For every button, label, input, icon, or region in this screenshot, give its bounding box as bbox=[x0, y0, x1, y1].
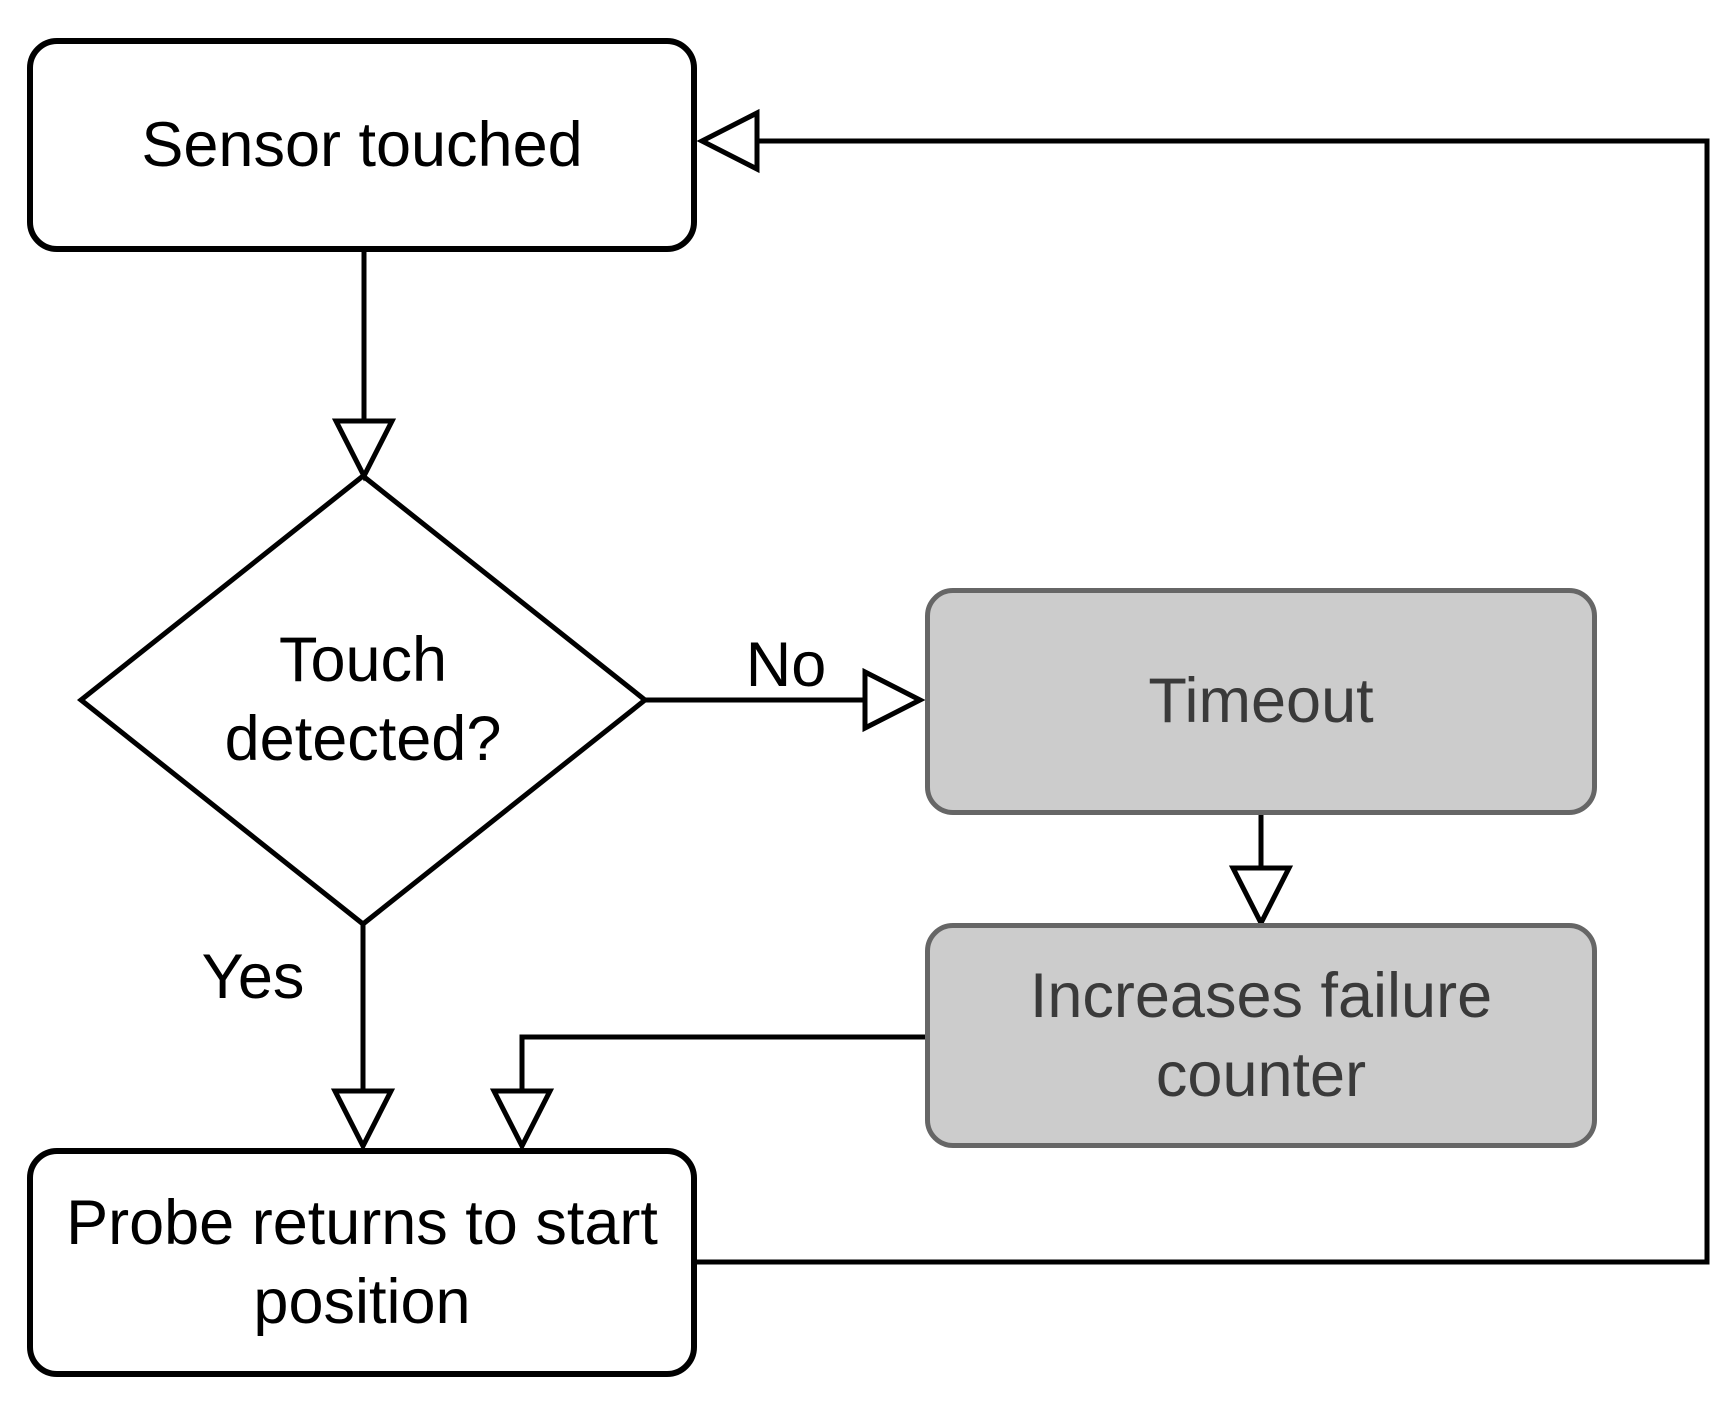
edge-label-yes: Yes bbox=[201, 942, 305, 1012]
increases-failure-counter-label: Increases failure counter bbox=[1029, 960, 1493, 1110]
arrowhead-decision-to-probe bbox=[330, 1088, 396, 1152]
arrowhead-timeout-to-failure bbox=[1228, 865, 1294, 929]
sensor-touched-node: Sensor touched bbox=[27, 38, 697, 252]
arrowhead-failure-to-probe bbox=[489, 1088, 555, 1152]
touch-detected-decision-node: Touch detected? bbox=[193, 590, 533, 810]
sensor-touched-label: Sensor touched bbox=[141, 109, 583, 180]
arrowhead-sensor-to-decision bbox=[331, 418, 397, 482]
increases-failure-counter-node: Increases failure counter bbox=[925, 923, 1597, 1148]
probe-returns-label: Probe returns to start position bbox=[66, 1187, 658, 1337]
arrow-probe-to-sensor bbox=[697, 138, 1710, 1265]
timeout-node: Timeout bbox=[925, 588, 1597, 815]
arrowhead-probe-to-sensor bbox=[696, 108, 760, 174]
probe-returns-node: Probe returns to start position bbox=[27, 1148, 697, 1377]
timeout-label: Timeout bbox=[1148, 666, 1374, 737]
edge-label-no: No bbox=[745, 630, 827, 700]
arrowhead-decision-to-timeout bbox=[862, 667, 926, 733]
touch-detected-label: Touch detected? bbox=[224, 625, 502, 774]
arrow-failure-to-probe bbox=[519, 1034, 925, 1091]
